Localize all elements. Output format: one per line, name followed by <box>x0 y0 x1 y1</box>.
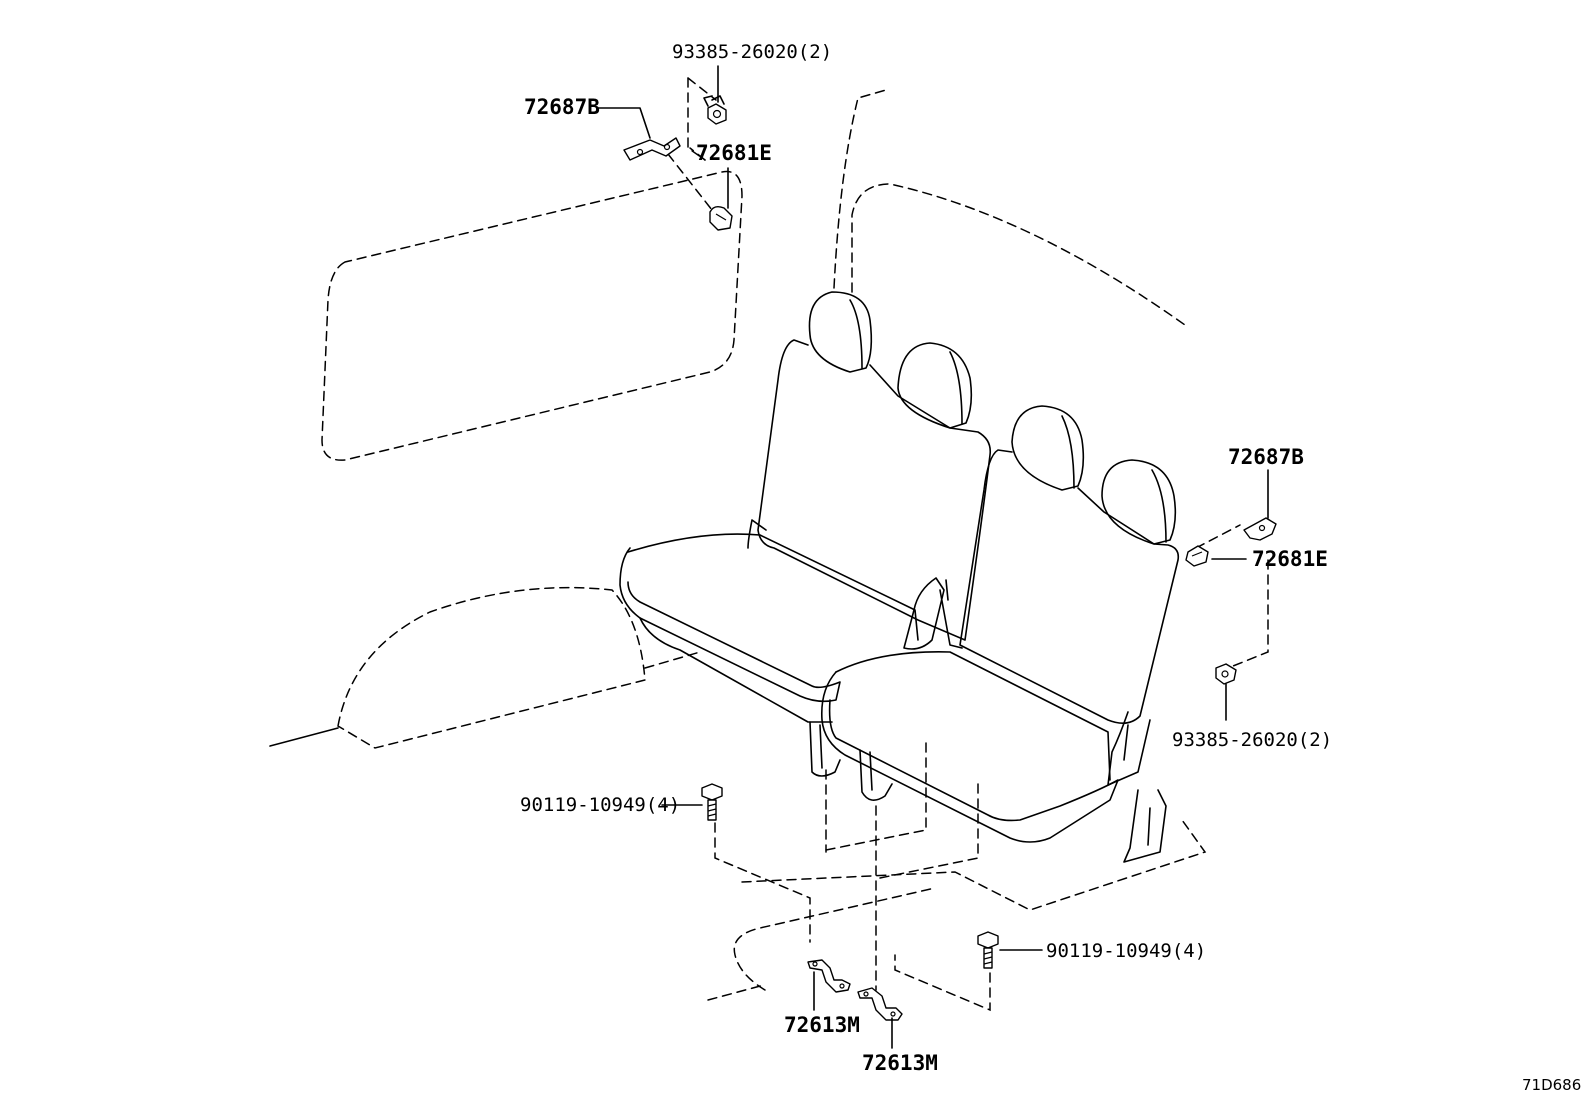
label-floor-bracket-2: 72613M <box>862 1051 938 1075</box>
seat-left <box>619 291 992 777</box>
diagram-id: 71D686 <box>1522 1076 1581 1094</box>
bracket-right-icon <box>1243 517 1277 541</box>
label-floor-bracket-1: 72613M <box>784 1013 860 1037</box>
label-bracket-top: 72687B <box>524 95 600 119</box>
headrest-right-outer <box>1011 405 1085 491</box>
label-floor-bolt-right: 90119-10949(4) <box>1046 940 1206 962</box>
floor-bolt-right-icon <box>977 931 999 969</box>
bracket-top-icon <box>623 137 681 161</box>
seat-right <box>820 405 1180 863</box>
label-bolt-top: 93385-26020(2) <box>672 41 832 63</box>
anchor-right-icon <box>1185 545 1209 567</box>
headrest-left-outer <box>808 291 873 373</box>
headrest-left-inner <box>897 342 973 429</box>
anchor-top-icon <box>709 205 733 231</box>
label-bolt-right: 93385-26020(2) <box>1172 729 1332 751</box>
headrest-right-inner <box>1101 459 1177 545</box>
label-bracket-right: 72687B <box>1228 445 1304 469</box>
label-anchor-top: 72681E <box>696 141 772 165</box>
seat-back-left <box>757 339 992 641</box>
seat-cushion-right <box>820 671 1119 843</box>
hardware-parts <box>623 95 1277 1021</box>
bolt-right-icon <box>1215 663 1237 685</box>
side-window-outline <box>321 170 743 461</box>
leader-lines <box>597 65 1269 1049</box>
wheel-arch-outline <box>337 586 646 749</box>
bolt-top-icon <box>703 95 727 125</box>
floor-outline <box>741 819 1207 911</box>
floor-bracket-1-icon <box>807 959 851 993</box>
vehicle-body-outline <box>269 89 1207 1001</box>
pillar-outline <box>833 89 887 289</box>
label-anchor-right: 72681E <box>1252 547 1328 571</box>
seat-cushion-left <box>619 547 841 703</box>
part-labels: 93385-26020(2) 72687B 72681E 72687B 7268… <box>520 41 1581 1094</box>
label-floor-bolt-left: 90119-10949(4) <box>520 794 680 816</box>
seat-back-right <box>959 449 1180 724</box>
guide-lines <box>667 77 1269 1012</box>
floor-bolt-left-icon <box>701 783 723 821</box>
floor-bracket-2-icon <box>857 987 903 1021</box>
